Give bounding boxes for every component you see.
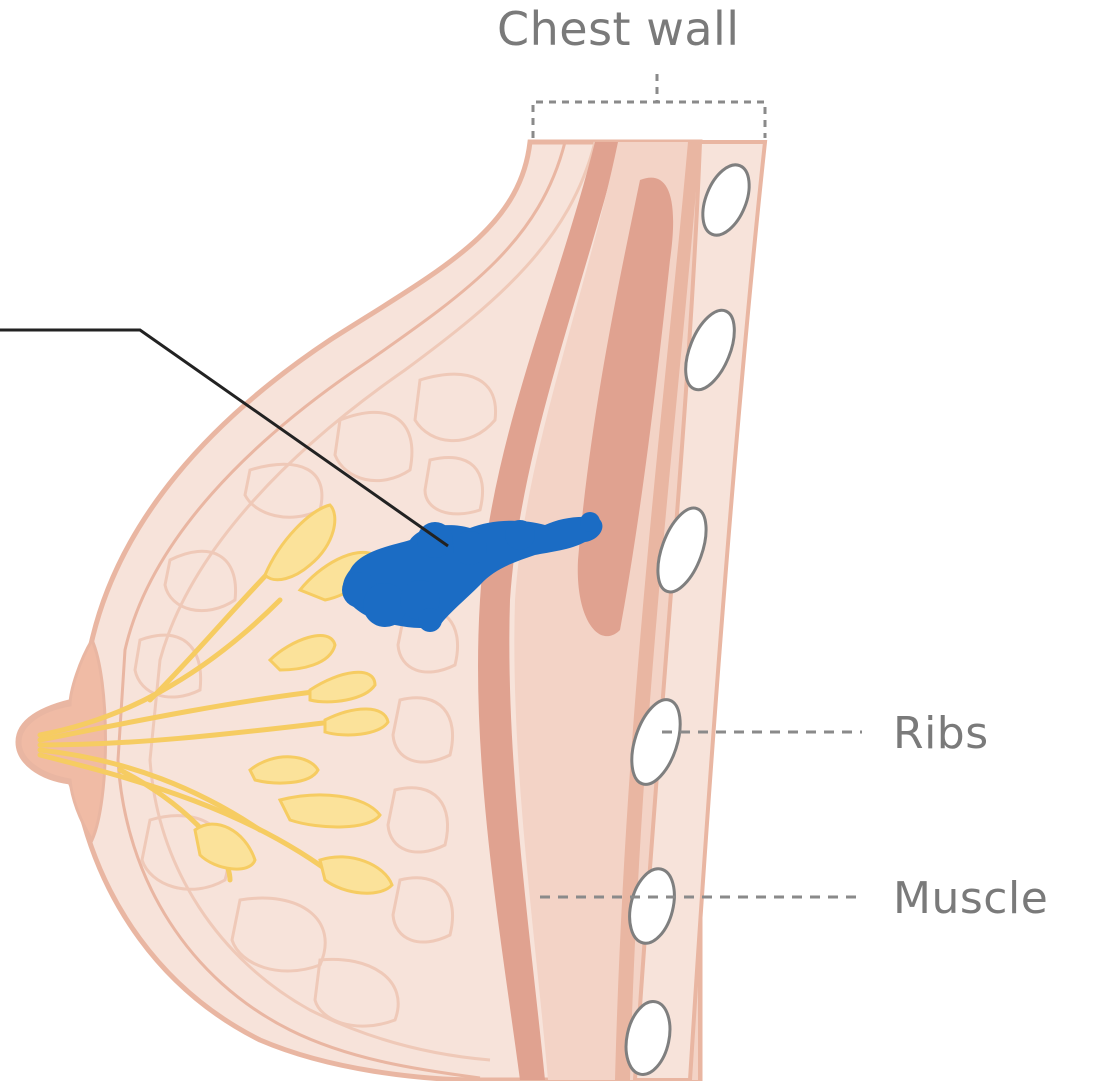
nipple (20, 640, 106, 840)
muscle-label: Muscle (893, 873, 1048, 924)
chest-wall-label: Chest wall (497, 2, 740, 56)
ribs-label: Ribs (893, 708, 989, 759)
chest-wall-bracket (533, 74, 765, 138)
